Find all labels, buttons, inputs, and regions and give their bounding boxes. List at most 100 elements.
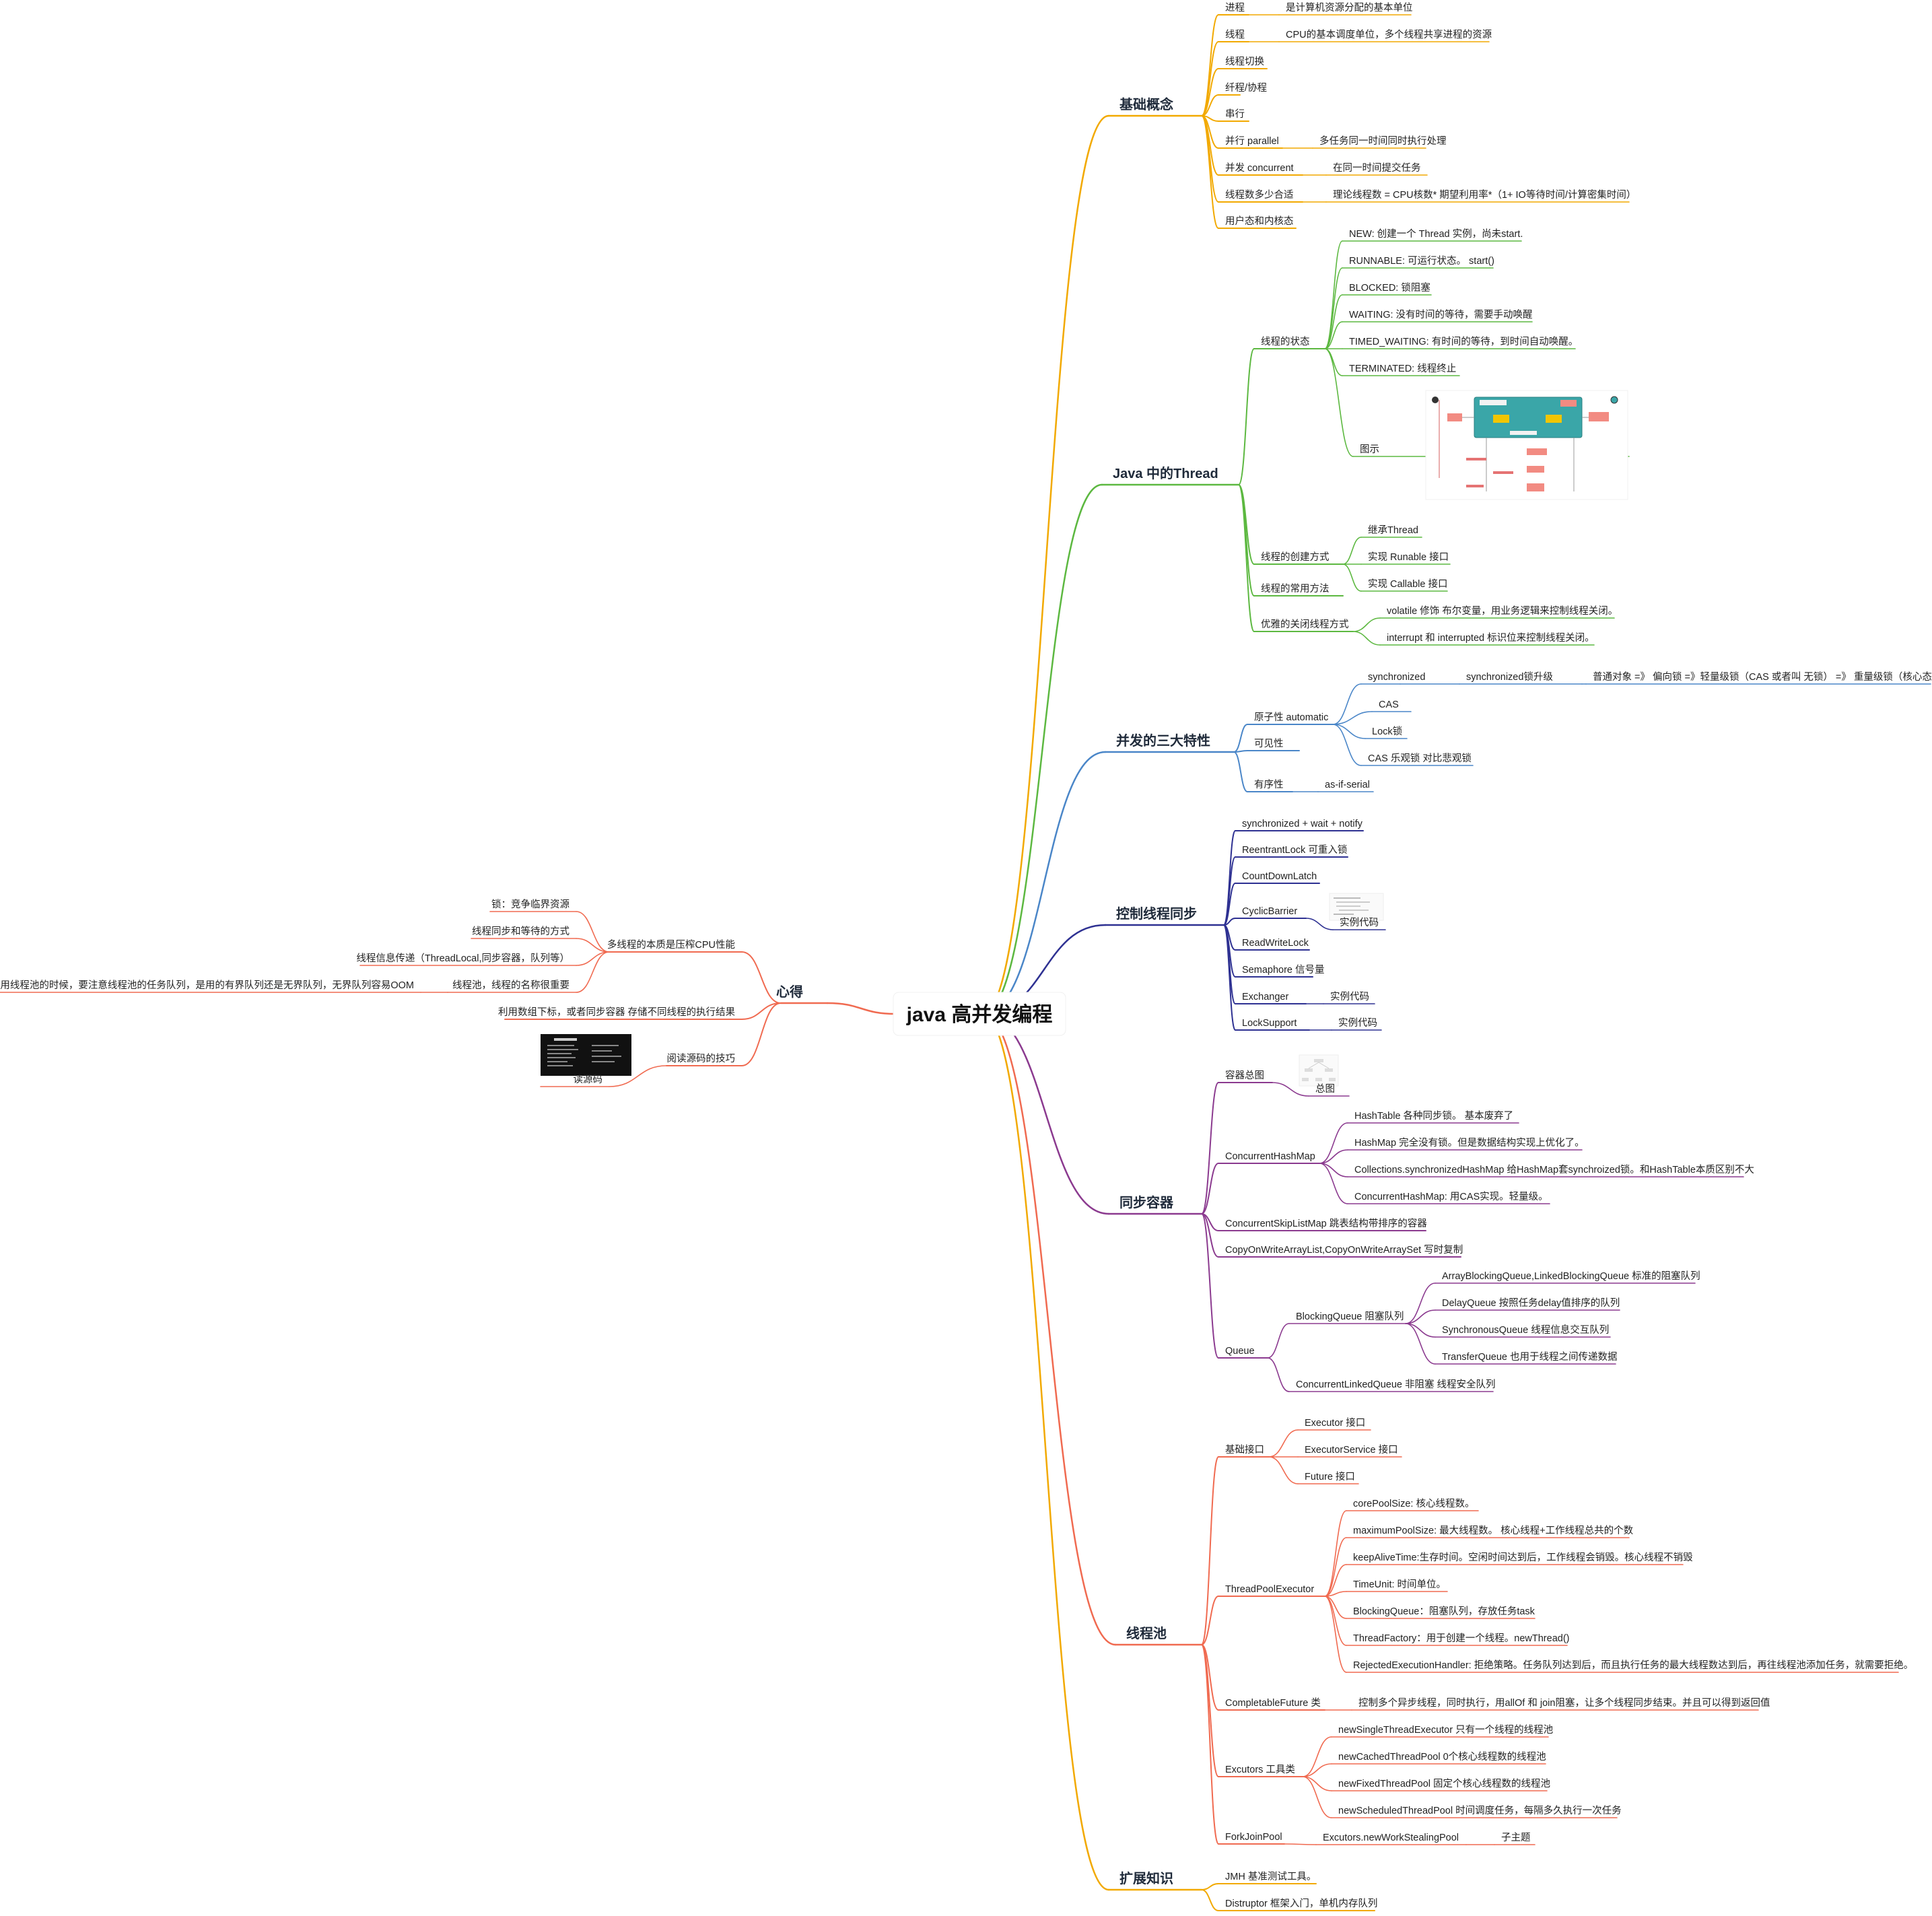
node-b5-4-0[interactable]: BlockingQueue 阻塞队列 [1296,1310,1404,1322]
node-b4-7-0[interactable]: 实例代码 [1338,1017,1377,1029]
node-b4-4[interactable]: ReadWriteLock [1242,938,1309,949]
node-b3-1[interactable]: 可见性 [1254,738,1284,749]
node-b2-0-6[interactable]: 图示 [1360,444,1379,455]
node-b1-6[interactable]: 并发 concurrent [1225,162,1294,174]
node-b4-6[interactable]: Exchanger [1242,992,1288,1002]
node-b4-6-0[interactable]: 实例代码 [1330,991,1369,1002]
node-b8-0-0[interactable]: 锁：竞争临界资源 [491,898,570,910]
node-b1-5[interactable]: 并行 parallel [1225,135,1279,147]
node-b3-0-0-0[interactable]: synchronized锁升级 [1466,671,1553,683]
node-b6-3-2[interactable]: newFixedThreadPool 固定个核心线程数的线程池 [1338,1778,1550,1789]
node-b2-1-0[interactable]: 继承Thread [1368,524,1418,536]
node-b2-0-0[interactable]: NEW: 创建一个 Thread 实例，尚未start. [1349,228,1523,240]
node-b2-1-2[interactable]: 实现 Callable 接口 [1368,578,1447,590]
node-b8-1[interactable]: 利用数组下标，或者同步容器 存储不同线程的执行结果 [498,1006,735,1018]
node-b2-3-0[interactable]: volatile 修饰 布尔变量，用业务逻辑来控制线程关闭。 [1387,605,1618,617]
node-b3-0[interactable]: 原子性 automatic [1254,712,1328,723]
node-b8-0[interactable]: 多线程的本质是压榨CPU性能 [607,938,735,951]
node-b5-1-3[interactable]: ConcurrentHashMap: 用CAS实现。轻量级。 [1354,1191,1548,1202]
branch-b8[interactable]: 心得 [776,984,803,1000]
node-b3-2-0[interactable]: as-if-serial [1325,780,1370,790]
branch-b5[interactable]: 同步容器 [1119,1194,1174,1210]
node-b2-0-4[interactable]: TIMED_WAITING: 有时间的等待，到时间自动唤醒。 [1349,335,1578,347]
node-b5-2[interactable]: ConcurrentSkipListMap 跳表结构带排序的容器 [1225,1218,1427,1229]
node-b2-2[interactable]: 线程的常用方法 [1261,583,1330,594]
node-b1-3[interactable]: 纤程/协程 [1225,82,1267,94]
node-b4-1[interactable]: ReentrantLock 可重入锁 [1242,844,1347,856]
node-b5-1-2[interactable]: Collections.synchronizedHashMap 给HashMap… [1354,1164,1754,1175]
node-b5-3[interactable]: CopyOnWriteArrayList,CopyOnWriteArraySet… [1225,1243,1463,1256]
node-b5-4-0-3[interactable]: TransferQueue 也用于线程之间传递数据 [1442,1351,1618,1363]
node-b6-0[interactable]: 基础接口 [1225,1444,1264,1456]
node-b2-0-1[interactable]: RUNNABLE: 可运行状态。 start() [1349,255,1494,267]
node-b1-7[interactable]: 线程数多少合适 [1225,189,1294,201]
node-b6-1-1[interactable]: maximumPoolSize: 最大线程数。 核心线程+工作线程总共的个数 [1353,1525,1634,1536]
node-b3-0-1[interactable]: CAS [1379,699,1399,710]
node-b6-1-0[interactable]: corePoolSize: 核心线程数。 [1353,1498,1475,1509]
node-b3-0-3[interactable]: CAS 乐观锁 对比悲观锁 [1368,753,1472,764]
read-source-screenshot-thumbnail[interactable] [541,1034,631,1076]
node-b1-2[interactable]: 线程切换 [1225,56,1264,67]
node-b4-2[interactable]: CountDownLatch [1242,871,1317,882]
node-b2-3[interactable]: 优雅的关闭线程方式 [1261,619,1349,630]
node-b6-0-0[interactable]: Executor 接口 [1305,1417,1365,1429]
node-b5-4[interactable]: Queue [1225,1346,1255,1357]
node-b5-0-0[interactable]: 总图 [1315,1083,1335,1095]
node-b1-5-0[interactable]: 多任务同一时间同时执行处理 [1319,135,1447,147]
node-b6-4[interactable]: ForkJoinPool [1225,1832,1282,1843]
node-b5-4-0-1[interactable]: DelayQueue 按照任务delay值排序的队列 [1442,1297,1620,1309]
node-b4-5[interactable]: Semaphore 信号量 [1242,964,1325,976]
node-b3-2[interactable]: 有序性 [1254,779,1284,790]
node-b5-0[interactable]: 容器总图 [1225,1070,1264,1081]
node-b1-7-0[interactable]: 理论线程数 = CPU核数* 期望利用率*（1+ IO等待时间/计算密集时间） [1333,189,1636,201]
node-b6-4-0-0[interactable]: 子主题 [1501,1832,1531,1843]
node-b4-3-0[interactable]: 实例代码 [1340,917,1379,928]
node-b6-1-6[interactable]: RejectedExecutionHandler: 拒绝策略。任务队列达到后，而… [1353,1660,1913,1671]
node-b6-0-1[interactable]: ExecutorService 接口 [1305,1444,1398,1456]
node-b8-0-3[interactable]: 线程池，线程的名称很重要 [452,980,570,991]
node-b2-0-5[interactable]: TERMINATED: 线程终止 [1349,363,1456,374]
node-b3-0-2[interactable]: Lock锁 [1372,726,1402,737]
node-b6-0-2[interactable]: Future 接口 [1305,1471,1355,1482]
node-b8-0-3-0[interactable]: 使用线程池的时候，要注意线程池的任务队列，是用的有界队列还是无界队列，无界队列容… [0,979,414,991]
node-b1-0[interactable]: 进程 [1225,2,1245,13]
node-b2-1-1[interactable]: 实现 Runable 接口 [1368,551,1449,563]
node-b1-4[interactable]: 串行 [1225,108,1245,120]
branch-b4[interactable]: 控制线程同步 [1116,905,1197,922]
branch-b7[interactable]: 扩展知识 [1119,1870,1173,1886]
container-overview-thumbnail[interactable] [1299,1054,1339,1087]
thread-state-diagram-thumbnail[interactable] [1425,390,1628,500]
node-b7-1[interactable]: Distruptor 框架入门，单机内存队列 [1225,1898,1377,1909]
node-b6-1-2[interactable]: keepAliveTime:生存时间。空闲时间达到后，工作线程会销毁。核心线程不… [1353,1552,1693,1563]
node-b8-0-1[interactable]: 线程同步和等待的方式 [472,925,570,937]
node-b8-2-0[interactable]: 读源码 [574,1074,603,1085]
node-b1-0-0[interactable]: 是计算机资源分配的基本单位 [1286,2,1413,13]
node-b6-3[interactable]: Excutors 工具类 [1225,1764,1295,1775]
node-b5-4-0-2[interactable]: SynchronousQueue 线程信息交互队列 [1442,1324,1609,1336]
node-b5-1[interactable]: ConcurrentHashMap [1225,1151,1315,1162]
node-b2-3-1[interactable]: interrupt 和 interrupted 标识位来控制线程关闭。 [1387,632,1595,644]
node-b6-3-1[interactable]: newCachedThreadPool 0个核心线程数的线程池 [1338,1751,1546,1763]
node-b6-1-3[interactable]: TimeUnit: 时间单位。 [1353,1579,1446,1590]
branch-b3[interactable]: 并发的三大特性 [1116,732,1210,749]
node-b5-1-1[interactable]: HashMap 完全没有锁。但是数据结构实现上优化了。 [1354,1136,1585,1149]
node-b1-1[interactable]: 线程 [1225,29,1245,40]
node-b6-1[interactable]: ThreadPoolExecutor [1225,1584,1314,1595]
node-b5-1-0[interactable]: HashTable 各种同步锁。 基本废弃了 [1354,1110,1513,1122]
node-b6-2[interactable]: CompletableFuture 类 [1225,1697,1321,1709]
node-b6-3-3[interactable]: newScheduledThreadPool 时间调度任务，每隔多久执行一次任务 [1338,1805,1622,1816]
node-b4-0[interactable]: synchronized + wait + notify [1242,819,1363,829]
node-b7-0[interactable]: JMH 基准测试工具。 [1225,1871,1316,1882]
node-b5-4-0-0[interactable]: ArrayBlockingQueue,LinkedBlockingQueue 标… [1442,1270,1700,1282]
node-b2-0-2[interactable]: BLOCKED: 锁阻塞 [1349,281,1430,294]
node-b5-4-1[interactable]: ConcurrentLinkedQueue 非阻塞 线程安全队列 [1296,1378,1496,1390]
node-b2-0[interactable]: 线程的状态 [1261,336,1310,347]
node-b6-1-4[interactable]: BlockingQueue：阻塞队列，存放任务task [1353,1605,1536,1617]
branch-b1[interactable]: 基础概念 [1119,96,1173,112]
node-b4-3[interactable]: CyclicBarrier [1242,906,1297,917]
node-b4-7[interactable]: LockSupport [1242,1018,1297,1029]
node-b2-1[interactable]: 线程的创建方式 [1261,551,1330,563]
node-b6-4-0[interactable]: Excutors.newWorkStealingPool [1323,1833,1459,1843]
node-b1-6-0[interactable]: 在同一时间提交任务 [1333,162,1421,174]
node-b6-2-0[interactable]: 控制多个异步线程，同时执行，用allOf 和 join阻塞，让多个线程同步结束。… [1358,1697,1770,1709]
